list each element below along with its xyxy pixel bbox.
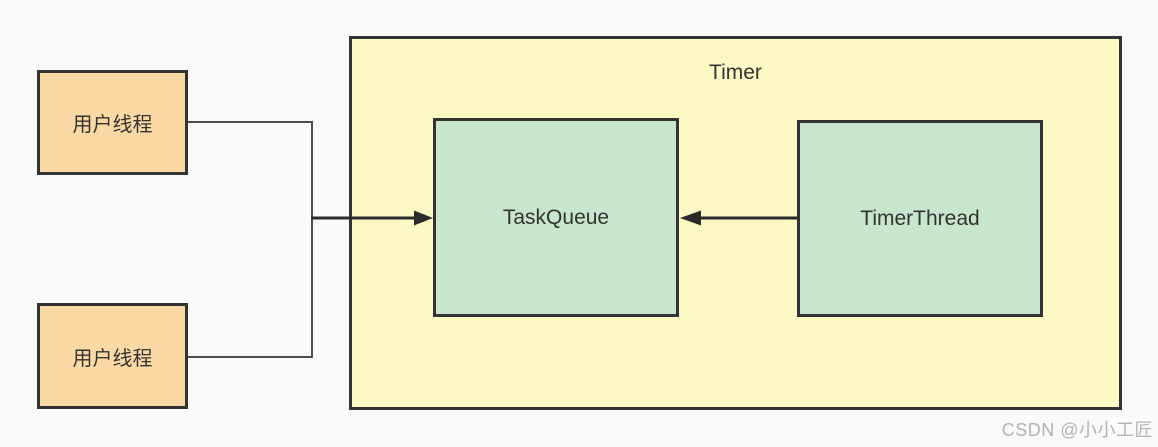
user-threads-merge-connector bbox=[188, 121, 313, 358]
node-user-thread-1-label: 用户线程 bbox=[72, 114, 153, 136]
node-user-thread-2: 用户线程 bbox=[37, 303, 188, 409]
watermark: CSDN @小小工匠 bbox=[1001, 420, 1153, 440]
node-task-queue-label: TaskQueue bbox=[502, 205, 610, 229]
node-task-queue: TaskQueue bbox=[433, 118, 679, 317]
node-user-thread-2-label: 用户线程 bbox=[72, 347, 153, 370]
node-timer-thread-label: TimerThread bbox=[860, 206, 980, 230]
node-user-thread-1: 用户线程 bbox=[37, 70, 188, 175]
node-timer-thread: TimerThread bbox=[797, 120, 1043, 317]
timer-container-label: Timer bbox=[709, 61, 762, 84]
